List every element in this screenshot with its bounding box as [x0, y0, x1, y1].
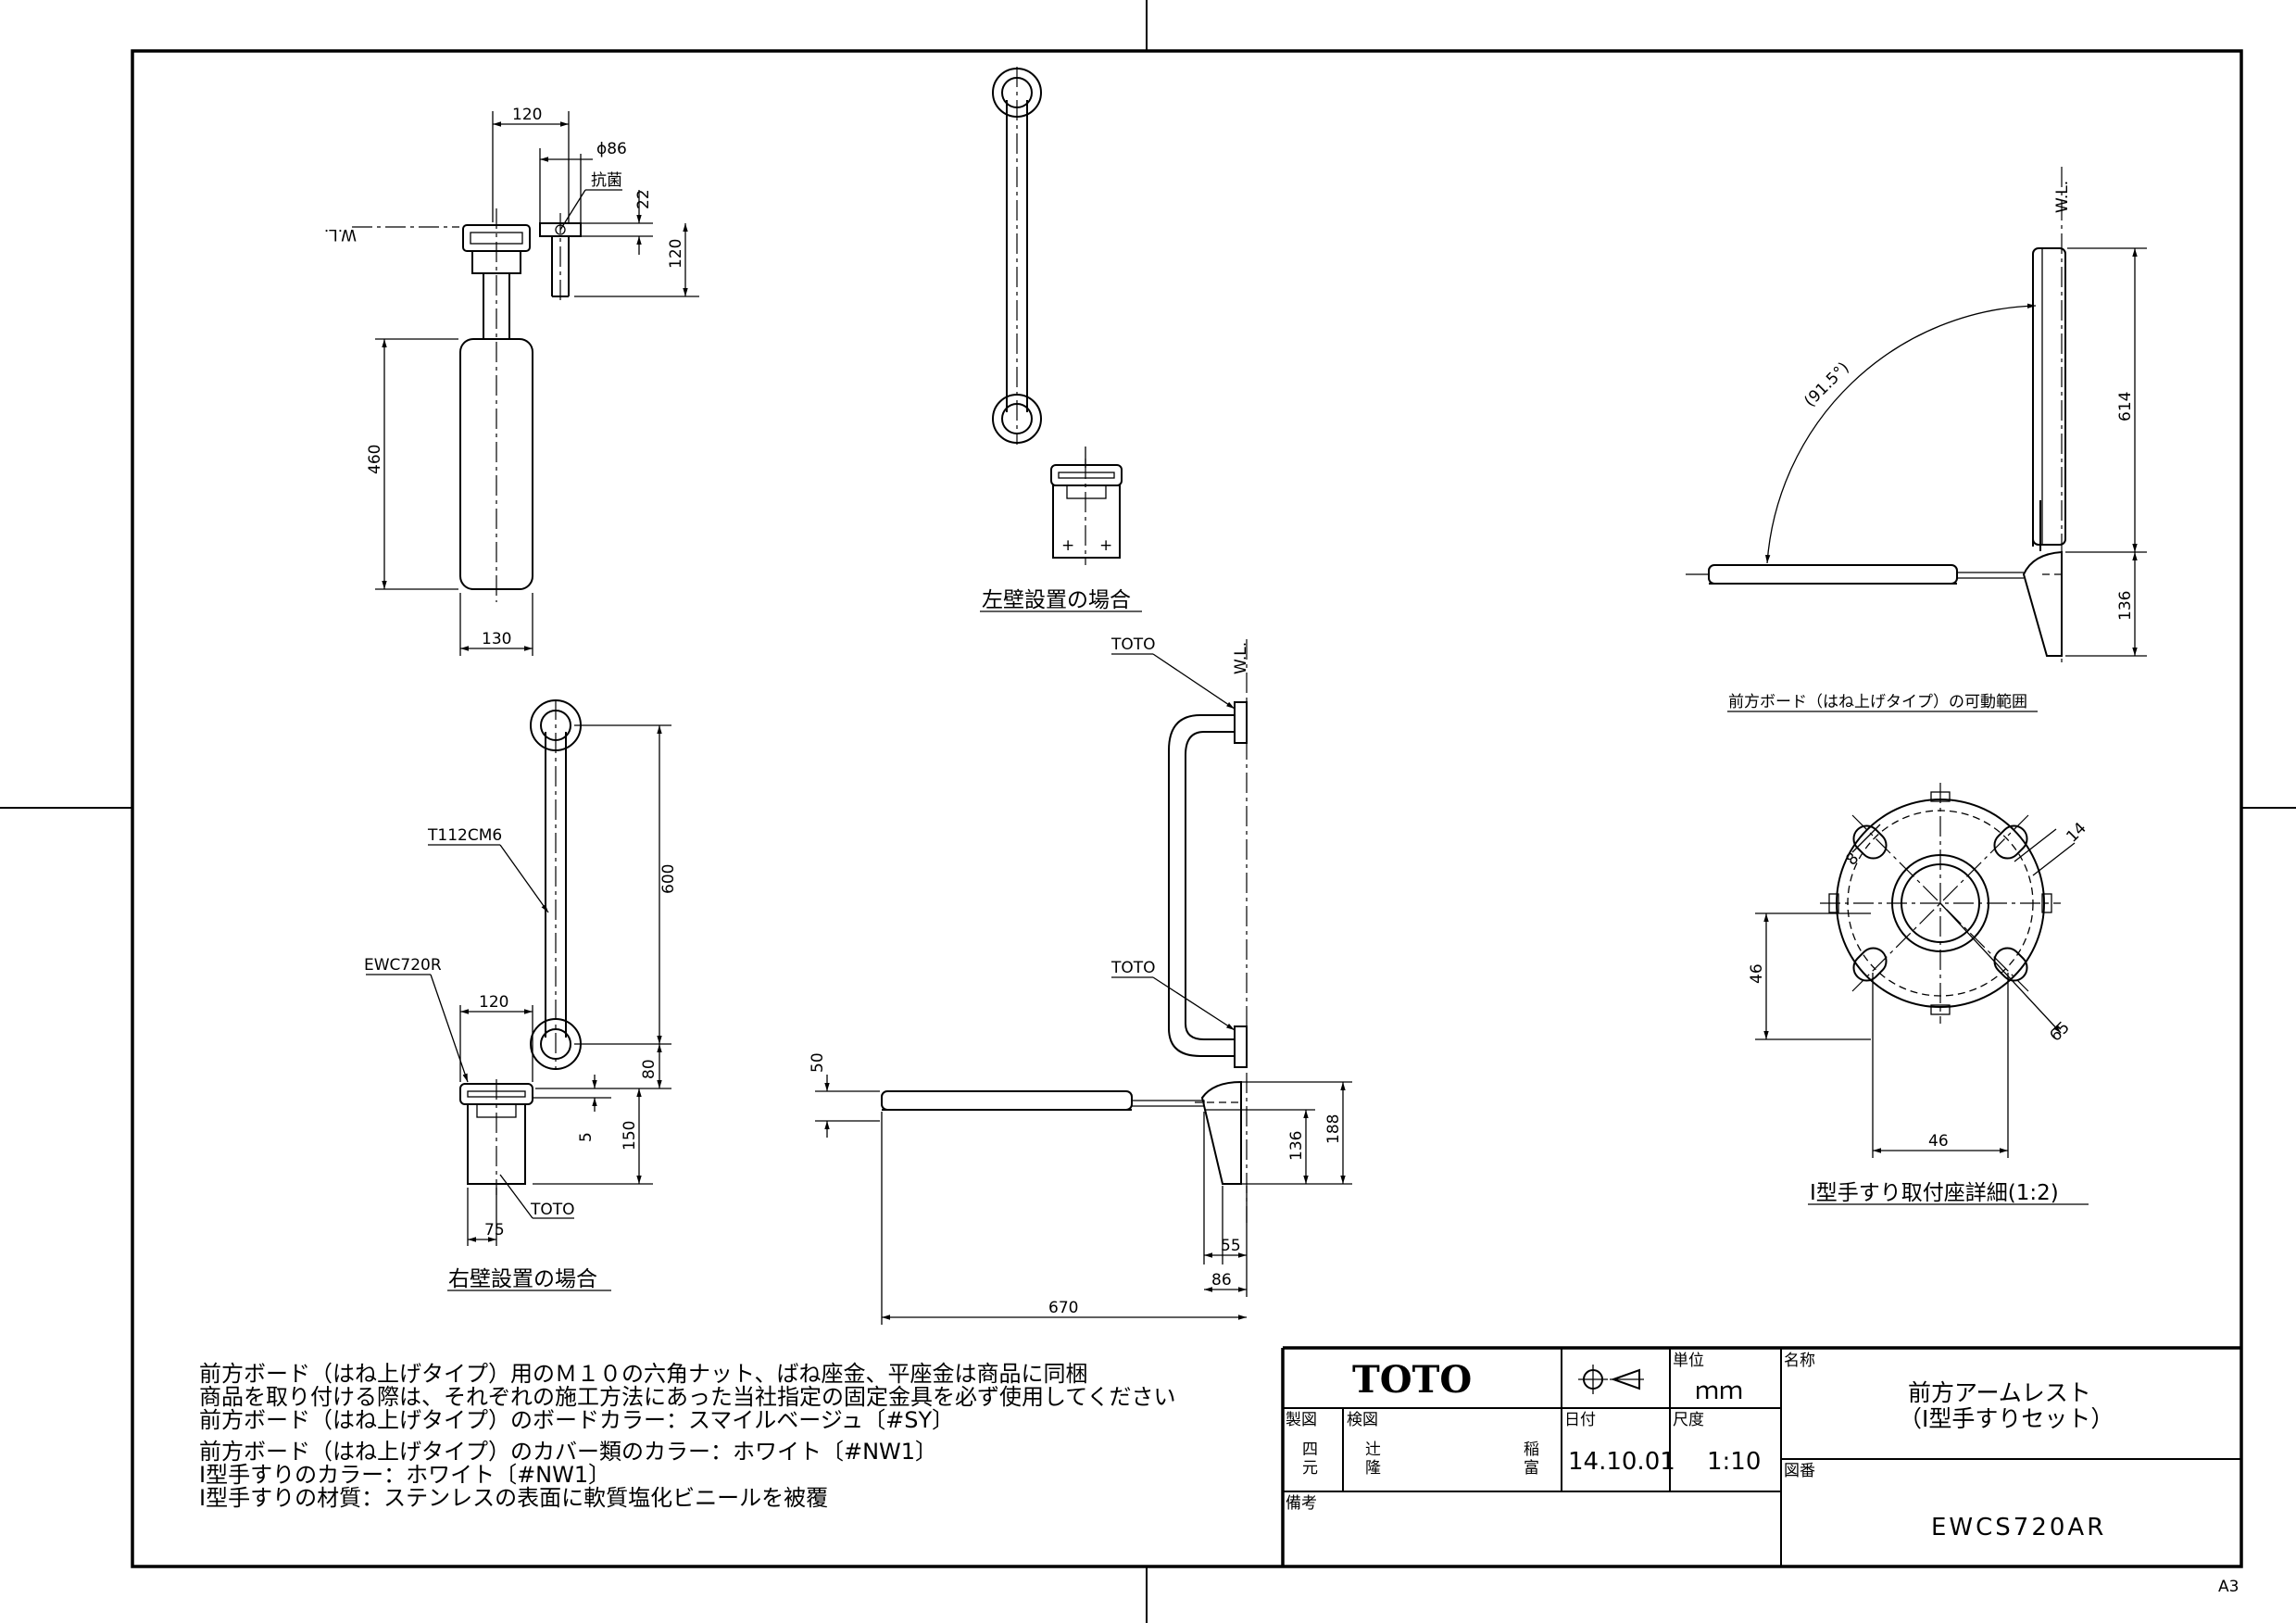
- svg-text:+: +: [1061, 536, 1074, 555]
- right-wall-elevation: [366, 699, 671, 1246]
- dim-120-side: 120: [667, 239, 685, 269]
- drawn-label: 製図: [1286, 1411, 1317, 1429]
- dim-150: 150: [621, 1121, 639, 1151]
- side-elevation: [815, 639, 1352, 1325]
- dim-614: 614: [2116, 392, 2135, 421]
- label-ewc720r: EWC720R: [364, 956, 442, 975]
- note-6: I型手すりの材質：ステンレスの表面に軟質塩化ビニールを被覆: [199, 1485, 828, 1511]
- note-3: 前方ボード（はね上げタイプ）のボードカラー：スマイルベージュ〔#SY〕: [199, 1407, 954, 1433]
- dim-55: 55: [1221, 1237, 1241, 1255]
- label-t112cm6: T112CM6: [427, 826, 502, 845]
- name-label: 名称: [1784, 1352, 1815, 1370]
- dim-136-range: 136: [2116, 591, 2135, 621]
- dim-8: 8: [1842, 849, 1863, 870]
- svg-text:+: +: [1099, 536, 1112, 555]
- checked-label: 検図: [1347, 1411, 1378, 1429]
- note-5: I型手すりのカラー：ホワイト〔#NW1〕: [199, 1462, 610, 1488]
- dim-188: 188: [1324, 1114, 1343, 1144]
- dim-120-top: 120: [512, 106, 542, 124]
- checked-by-2: 隆: [1365, 1459, 1381, 1478]
- dim-120-mid: 120: [479, 993, 508, 1012]
- title-block: [1281, 1346, 2241, 1566]
- dim-46-horizontal: 46: [1928, 1132, 1949, 1151]
- label-toto-right: TOTO: [530, 1201, 575, 1219]
- label-toto-side-top: TOTO: [1110, 635, 1156, 654]
- note-1: 前方ボード（はね上げタイプ）用のＭ１０の六角ナット、ばね座金、平座金は商品に同梱: [199, 1361, 1088, 1387]
- dim-460: 460: [366, 445, 384, 474]
- date-value: 14.10.01: [1568, 1448, 1675, 1476]
- caption-mount-detail: I型手すり取付座詳細(1:2): [1810, 1181, 2059, 1205]
- scale-label: 尺度: [1673, 1411, 1704, 1429]
- date-label: 日付: [1564, 1411, 1596, 1429]
- checked-by-4: 富: [1524, 1459, 1539, 1478]
- dim-22: 22: [634, 189, 653, 209]
- scale-value: 1:10: [1707, 1448, 1761, 1476]
- dim-80: 80: [640, 1059, 659, 1079]
- remarks-label: 備考: [1286, 1494, 1317, 1513]
- dim-130: 130: [482, 630, 511, 648]
- toto-logo: TOTO: [1352, 1358, 1472, 1402]
- sheet-size-label: A3: [2218, 1578, 2239, 1596]
- product-name-line1: 前方アームレスト: [1908, 1379, 2091, 1406]
- checked-by-3: 稲: [1524, 1441, 1539, 1459]
- dim-angle: (91.5°): [1800, 359, 1852, 410]
- unit-label: 単位: [1673, 1352, 1704, 1370]
- dim-5: 5: [577, 1132, 596, 1142]
- caption-left-wall: 左壁設置の場合: [982, 588, 1131, 612]
- dim-600: 600: [659, 864, 678, 894]
- dim-50: 50: [809, 1052, 827, 1073]
- right-wall-top-view: [352, 111, 699, 656]
- note-4: 前方ボード（はね上げタイプ）のカバー類のカラー：ホワイト〔#NW1〕: [199, 1439, 937, 1465]
- dim-86: 86: [1211, 1271, 1232, 1290]
- label-wl-side: W.L.: [1232, 642, 1250, 674]
- drawing-number-label: 図番: [1784, 1462, 1815, 1480]
- drawn-by-1: 四: [1302, 1441, 1318, 1459]
- label-wl-range: W.L.: [2053, 181, 2072, 213]
- mounting-base-detail: [1755, 783, 2076, 1158]
- movable-range-view: [1686, 167, 2147, 667]
- left-wall-elevation: + +: [992, 67, 1123, 565]
- dim-14: 14: [2063, 819, 2089, 846]
- dim-670: 670: [1048, 1299, 1078, 1317]
- note-2: 商品を取り付ける際は、それぞれの施工方法にあった当社指定の固定金具を必ず使用して…: [199, 1384, 1176, 1410]
- label-kokin: 抗菌: [591, 171, 622, 190]
- checked-by-1: 辻: [1365, 1441, 1381, 1459]
- caption-movable-range: 前方ボード（はね上げタイプ）の可動範囲: [1728, 693, 2027, 711]
- unit-value: ｍｍ: [1695, 1378, 1743, 1405]
- product-name-line2: （I型手すりセット）: [1899, 1405, 2114, 1432]
- dim-phi86: ϕ86: [596, 140, 627, 158]
- dim-75: 75: [484, 1221, 505, 1239]
- label-wl-right: W.L.: [324, 225, 357, 244]
- drawing-number-value: EWCS720AR: [1931, 1514, 2106, 1541]
- caption-right-wall: 右壁設置の場合: [448, 1267, 597, 1291]
- label-toto-side-mid: TOTO: [1110, 959, 1156, 977]
- dim-136-side: 136: [1287, 1131, 1306, 1161]
- drawn-by-2: 元: [1302, 1459, 1318, 1478]
- dim-46-vertical: 46: [1748, 963, 1766, 984]
